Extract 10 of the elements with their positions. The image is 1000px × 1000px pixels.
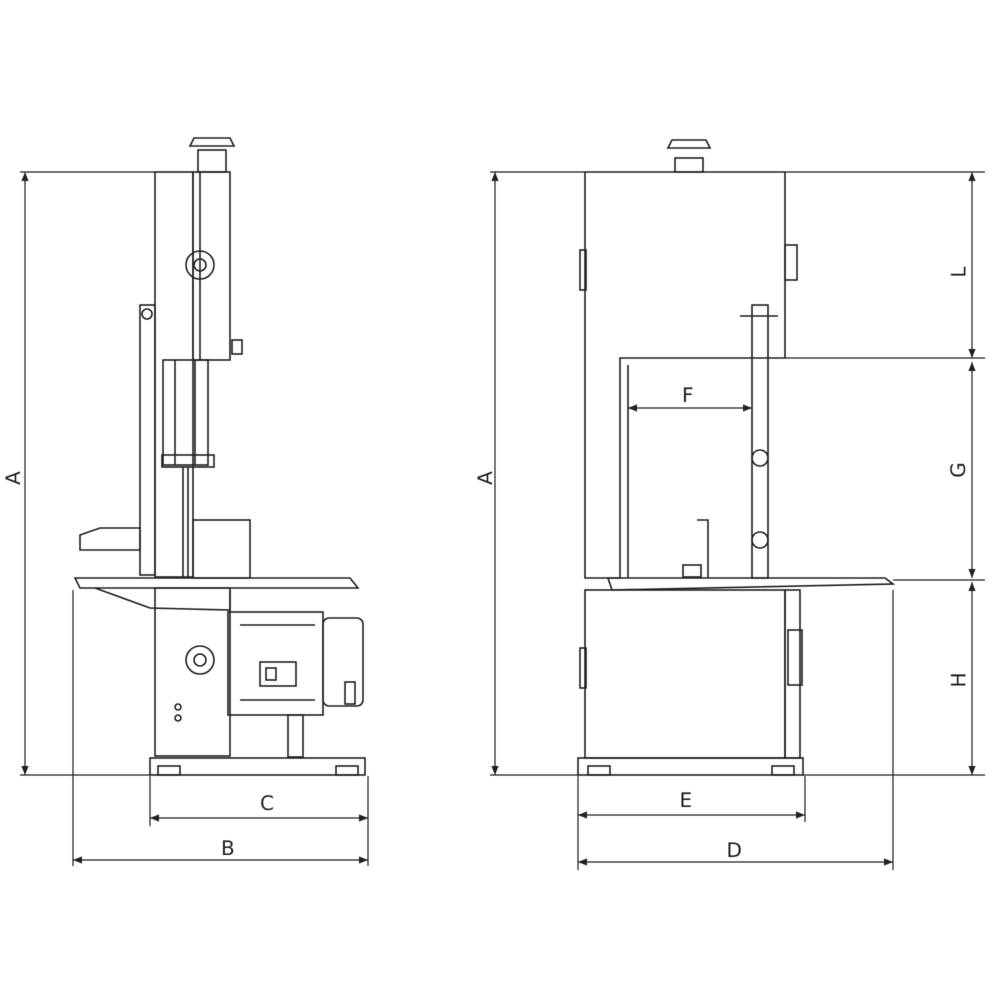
dimension-label: H xyxy=(948,672,968,688)
dimension-label: C xyxy=(260,793,274,813)
dimension-label: D xyxy=(726,840,742,860)
dimension-label: B xyxy=(221,838,235,858)
dimension-label: A xyxy=(474,471,495,485)
dimension-label: G xyxy=(948,462,968,478)
dimension-label: L xyxy=(948,266,968,278)
dimension-label: E xyxy=(680,790,692,810)
dimension-label: F xyxy=(682,385,694,405)
dimension-label: A xyxy=(2,471,23,485)
